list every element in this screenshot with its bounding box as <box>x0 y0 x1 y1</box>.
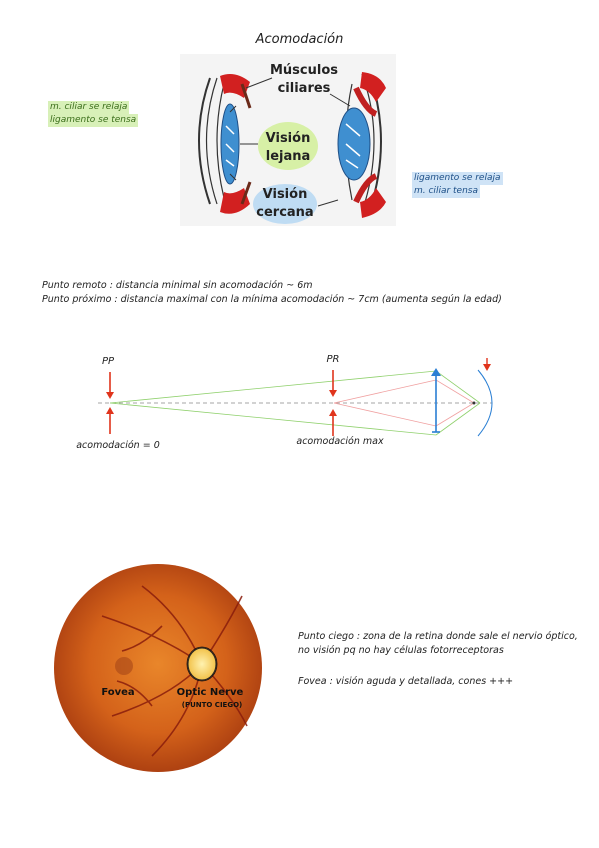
tense-note-line2: m. ciliar tensa <box>412 185 480 198</box>
relaxed-note: m. ciliar se relaja ligamento se tensa <box>48 101 139 127</box>
ray-diagram: PP PR acomodación = 0 acomodación max <box>76 354 493 451</box>
near-vision-label: Visión <box>263 187 308 202</box>
pp-label: PP <box>102 356 115 367</box>
accommodation-zero-label: acomodación = 0 <box>76 440 160 451</box>
pr-arrows <box>329 370 337 436</box>
retina-photo: Fovea Optic Nerve (PUNTO CIEGO) <box>42 556 274 776</box>
blind-spot-description: Punto ciego : zona de la retina donde sa… <box>298 631 578 656</box>
far-vision-label-2: lejana <box>266 149 311 164</box>
pr-label: PR <box>327 354 340 365</box>
relaxed-note-line1: m. ciliar se relaja <box>48 101 130 114</box>
fovea-description: Fovea : visión aguda y detallada, cones … <box>298 676 514 687</box>
accommodation-figure: Músculos ciliares Visión lejana Visión c… <box>180 54 396 226</box>
far-vision-label: Visión <box>266 131 311 146</box>
blind-spot-label: (PUNTO CIEGO) <box>182 701 242 709</box>
eye-relaxed-diagram <box>198 74 252 214</box>
retina-arc <box>477 369 493 437</box>
lens <box>431 368 441 433</box>
tense-note-line1: ligamento se relaja <box>412 172 503 185</box>
ciliary-muscles-label: Músculos <box>270 63 338 78</box>
near-vision-label-2: cercana <box>256 205 313 220</box>
near-point-definition: Punto próximo : distancia maximal con la… <box>42 294 502 305</box>
accommodation-max-label: acomodación max <box>296 436 384 447</box>
optic-nerve-label: Optic Nerve <box>177 687 244 698</box>
remote-point-definition: Punto remoto : distancia minimal sin aco… <box>42 280 313 291</box>
ciliary-muscles-label-2: ciliares <box>278 81 331 96</box>
pp-arrows <box>106 372 114 434</box>
eye-accommodated-diagram <box>337 72 386 218</box>
definitions: Punto remoto : distancia minimal sin aco… <box>42 279 502 307</box>
tense-note: ligamento se relaja m. ciliar tensa <box>412 172 503 198</box>
page-title: Acomodación <box>255 32 344 47</box>
fovea-label: Fovea <box>101 687 134 698</box>
relaxed-note-line2: ligamento se tensa <box>48 114 139 127</box>
